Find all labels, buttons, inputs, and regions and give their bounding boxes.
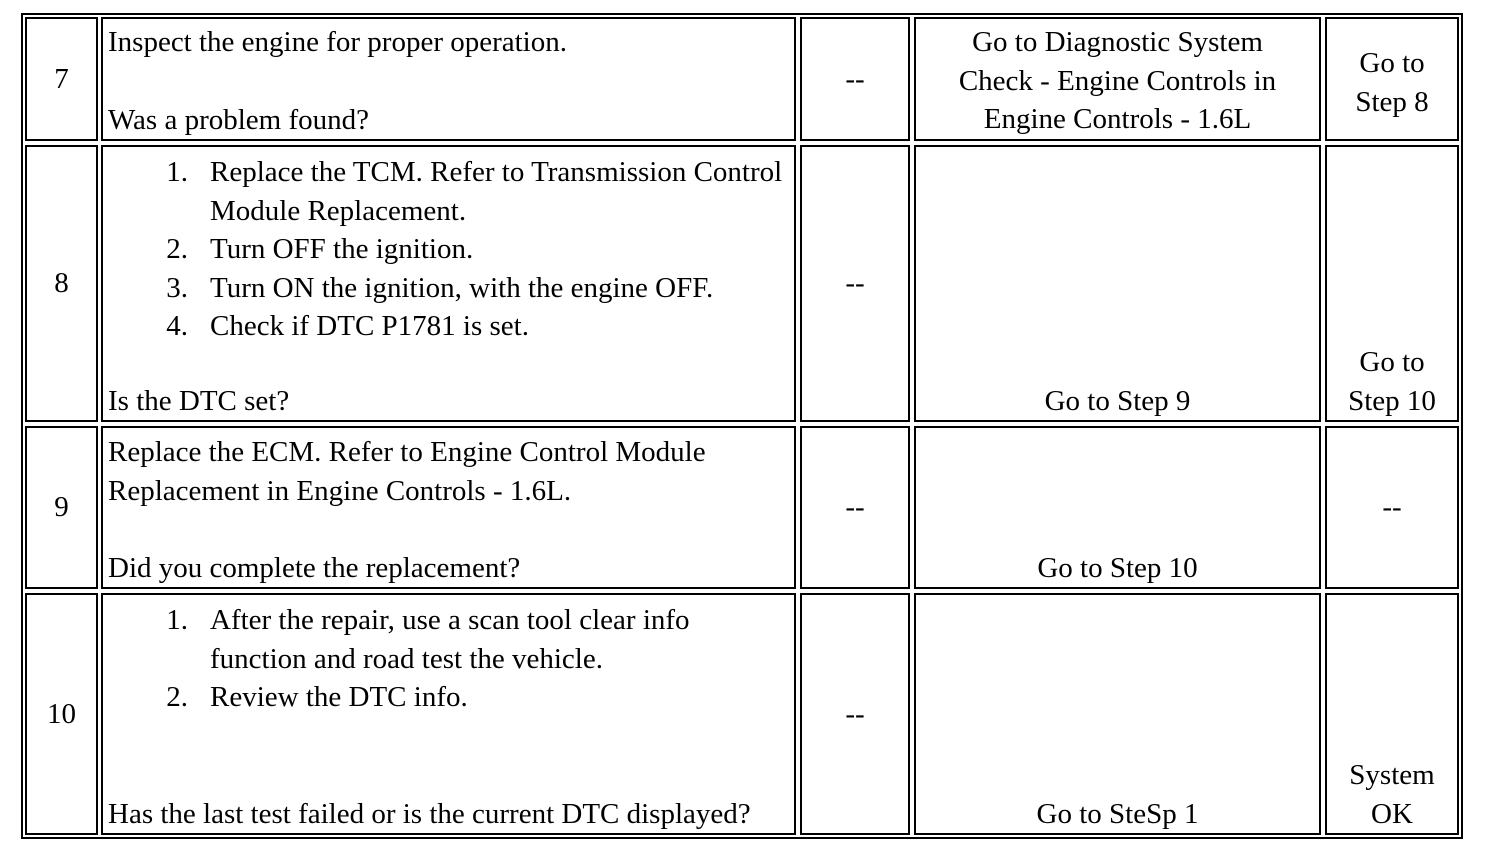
value-cell-10: -- (800, 593, 910, 835)
action-question: Did you complete the replacement? (108, 551, 521, 584)
no-cell-7: Go to Step 8 (1325, 17, 1459, 141)
action-question: Has the last test failed or is the curre… (108, 797, 751, 830)
step-number-8: 8 (25, 145, 98, 422)
list-item: 1.Replace the TCM. Refer to Transmission… (166, 156, 783, 227)
action-cell-8: 1.Replace the TCM. Refer to Transmission… (101, 145, 796, 422)
no-cell-8: Go to Step 10 (1325, 145, 1459, 422)
action-question: Is the DTC set? (108, 384, 290, 417)
list-item: 1.After the repair, use a scan tool clea… (166, 604, 690, 675)
list-item: 3.Turn ON the ignition, with the engine … (166, 271, 714, 304)
yes-cell-8: Go to Step 9 (914, 145, 1321, 422)
action-cell-9: Replace the ECM. Refer to Engine Control… (101, 426, 796, 589)
yes-cell-10: Go to SteSp 1 (914, 593, 1321, 835)
step-number-7: 7 (25, 17, 98, 141)
value-cell-7: -- (800, 17, 910, 141)
diagnostic-table (21, 13, 1463, 839)
procedure-list: 1.After the repair, use a scan tool clea… (108, 601, 764, 717)
action-text: Inspect the engine for proper operation. (108, 26, 567, 58)
no-cell-10: System OK (1325, 593, 1459, 835)
action-text: Replace the ECM. Refer to Engine Control… (108, 436, 706, 507)
value-cell-9: -- (800, 426, 910, 589)
value-cell-8: -- (800, 145, 910, 422)
list-item: 2.Turn OFF the ignition. (166, 233, 474, 265)
yes-cell-7: Go to Diagnostic System Check - Engine C… (914, 17, 1321, 141)
action-question: Was a problem found? (108, 103, 369, 136)
action-cell-10: 1.After the repair, use a scan tool clea… (101, 593, 796, 835)
procedure-list: 1.Replace the TCM. Refer to Transmission… (108, 153, 794, 346)
list-item: 2.Review the DTC info. (166, 681, 468, 713)
list-item: 4.Check if DTC P1781 is set. (166, 310, 529, 342)
step-number-10: 10 (25, 593, 98, 835)
step-number-9: 9 (25, 426, 98, 589)
no-cell-9: -- (1325, 426, 1459, 589)
yes-cell-9: Go to Step 10 (914, 426, 1321, 589)
action-cell-7: Inspect the engine for proper operation.… (101, 17, 796, 141)
